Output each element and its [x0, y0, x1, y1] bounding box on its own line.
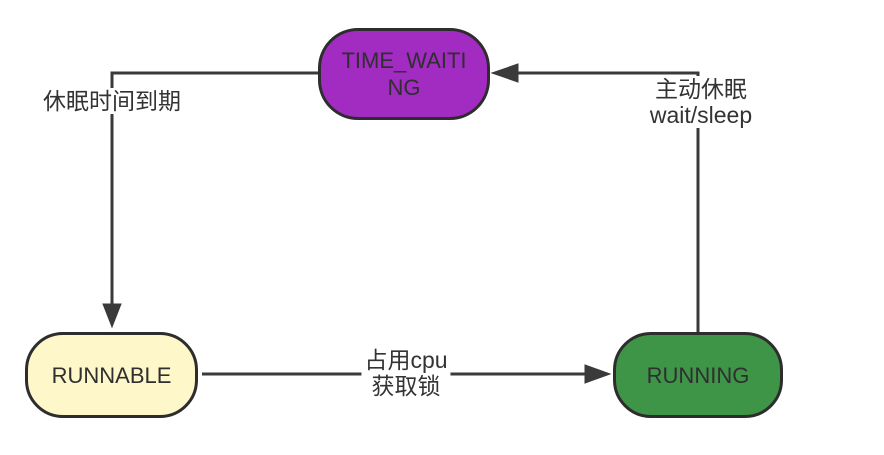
edge-label-line: 获取锁	[371, 373, 441, 399]
edge-label-line: 主动休眠	[655, 76, 747, 102]
state-node-label: RUNNABLE	[51, 362, 172, 388]
edge-label-sleep-time-expired: 休眠时间到期	[40, 88, 184, 114]
edge-running-to-timewaiting-arrow	[490, 63, 700, 332]
state-node-runnable: RUNNABLE	[25, 332, 198, 418]
state-node-time-waiting: TIME_WAITI NG	[318, 28, 490, 120]
state-node-label-line: NG	[387, 75, 421, 100]
edge-label-line: 占用cpu	[364, 347, 448, 373]
edge-label-line: wait/sleep	[649, 102, 753, 128]
state-node-label: RUNNING	[646, 362, 750, 388]
state-node-label-line: TIME_WAITI	[341, 48, 467, 73]
edge-timewaiting-to-runnable-arrow	[102, 71, 318, 329]
state-node-running: RUNNING	[613, 332, 783, 418]
edge-label-occupy-cpu-acquire-lock: 占用cpu 获取锁	[361, 347, 451, 399]
edge-label-voluntary-sleep: 主动休眠 wait/sleep	[646, 76, 756, 128]
